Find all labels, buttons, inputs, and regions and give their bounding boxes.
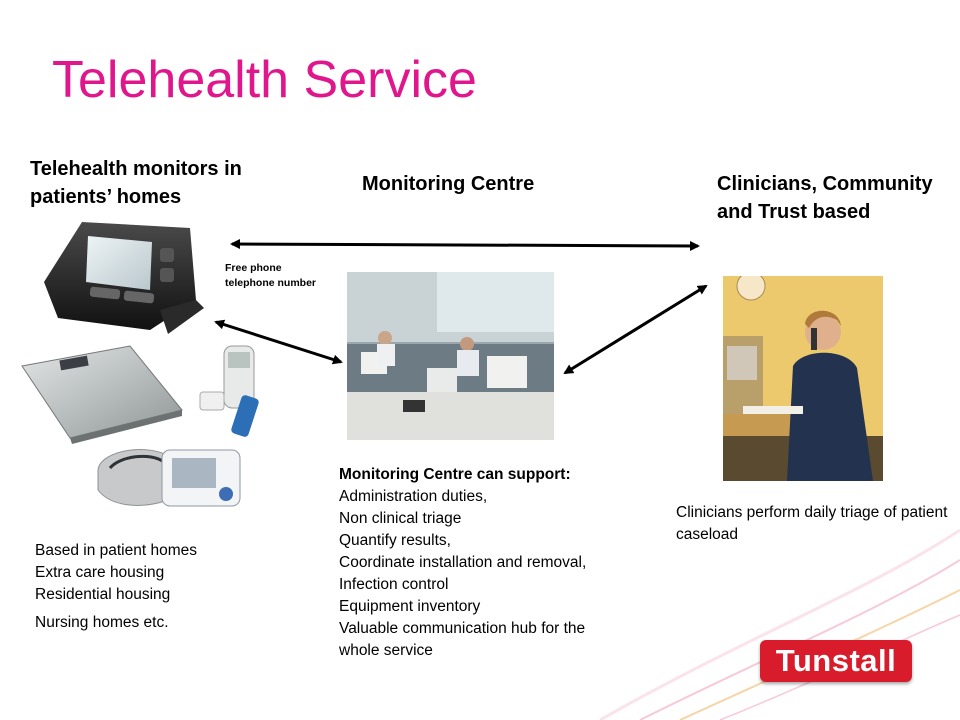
list-item: Extra care housing: [35, 564, 165, 581]
heading-monitoring-centre: Monitoring Centre: [362, 173, 535, 195]
list-item: Valuable communication hub for the: [339, 620, 586, 637]
page-title: Telehealth Service: [52, 51, 477, 109]
list-item: Nursing homes etc.: [35, 614, 169, 631]
list-item: Administration duties,: [339, 488, 488, 505]
arrow-centre-to-clinicians: [563, 284, 708, 375]
arrow-monitors-to-centre: [214, 319, 343, 365]
heading-telehealth-monitors: Telehealth monitors in patients’ homes: [30, 158, 242, 208]
monitoring-centre-support-list: Monitoring Centre can support: Administr…: [339, 464, 586, 662]
heading-clinicians: Clinicians, Community and Trust based: [717, 173, 933, 223]
list-item: Equipment inventory: [339, 598, 481, 615]
clinician-triage-text: Clinicians perform daily triage of patie…: [676, 504, 948, 543]
arrow-monitors-to-clinicians: [230, 239, 700, 251]
list-item: Quantify results,: [339, 532, 451, 549]
list-item: Infection control: [339, 576, 449, 593]
list-item: Non clinical triage: [339, 510, 462, 527]
list-item: Based in patient homes: [35, 542, 197, 559]
list-item: whole service: [339, 642, 433, 659]
patient-settings-list: Based in patient homes Extra care housin…: [35, 540, 197, 634]
list-heading: Monitoring Centre can support:: [339, 466, 571, 483]
free-phone-label: Free phone telephone number: [225, 262, 317, 289]
clinician-photo: [723, 276, 883, 481]
monitoring-centre-photo: [347, 272, 554, 440]
list-item: Coordinate installation and removal,: [339, 554, 587, 571]
tunstall-logo: Tunstall: [760, 640, 912, 682]
list-item: Residential housing: [35, 586, 171, 603]
